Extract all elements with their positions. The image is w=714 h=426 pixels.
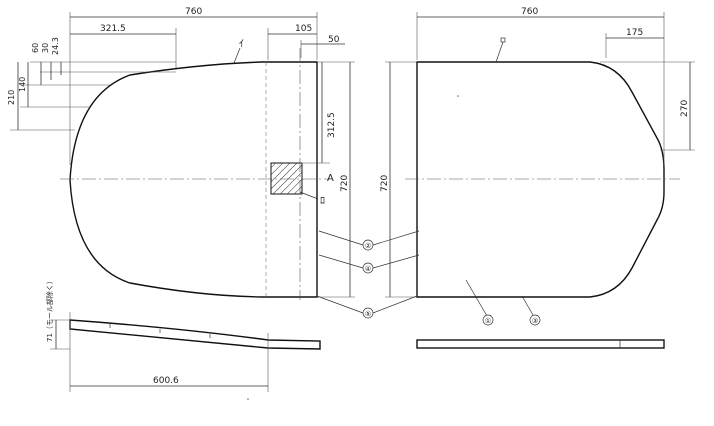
right-dim-270: 270 — [680, 100, 690, 117]
side-view-right — [416, 339, 665, 349]
balloon-3: ③ — [532, 317, 538, 325]
section-a-label: A — [327, 173, 334, 184]
left-dim-50: 50 — [328, 35, 340, 45]
left-dim-140: 140 — [18, 77, 27, 92]
left-dim-24-3: 24.3 — [51, 37, 60, 55]
side-dim-600-6: 600.6 — [153, 376, 179, 386]
side-view-left: 600.6 71（モール部除く） — [45, 277, 321, 392]
left-dim-312-5: 312.5 — [327, 112, 337, 138]
part-i-label: ｲ — [239, 39, 244, 50]
left-dim-760: 760 — [185, 7, 202, 17]
side-dim-71: 71（モール部除く） — [45, 277, 54, 342]
left-dim-321-5: 321.5 — [100, 24, 126, 34]
balloon-2: ② — [365, 242, 371, 250]
left-lid-outline — [69, 61, 318, 298]
left-dim-105: 105 — [295, 24, 312, 34]
right-view: 760 175 270 720 — [380, 7, 695, 298]
callouts: ② ④ ⑤ ① ③ — [316, 230, 541, 326]
right-dim-175: 175 — [626, 28, 643, 38]
right-dim-760: 760 — [521, 7, 538, 17]
side-profile-curved — [69, 319, 321, 350]
right-dim-720: 720 — [380, 175, 390, 192]
part-ro-label: ﾛ — [320, 196, 325, 207]
balloon-1: ① — [485, 317, 491, 325]
hatched-section-a — [270, 162, 303, 195]
balloon-4: ④ — [365, 265, 371, 273]
side-profile-flat — [416, 339, 665, 349]
left-dim-60: 60 — [31, 43, 40, 53]
left-dim-720: 720 — [340, 175, 350, 192]
left-dim-30: 30 — [41, 43, 50, 53]
balloon-5: ⑤ — [365, 310, 371, 318]
left-view: 760 321.5 105 50 60 30 24.3 140 210 — [7, 7, 355, 400]
left-dim-210: 210 — [7, 90, 16, 105]
right-lid-outline — [416, 61, 665, 298]
